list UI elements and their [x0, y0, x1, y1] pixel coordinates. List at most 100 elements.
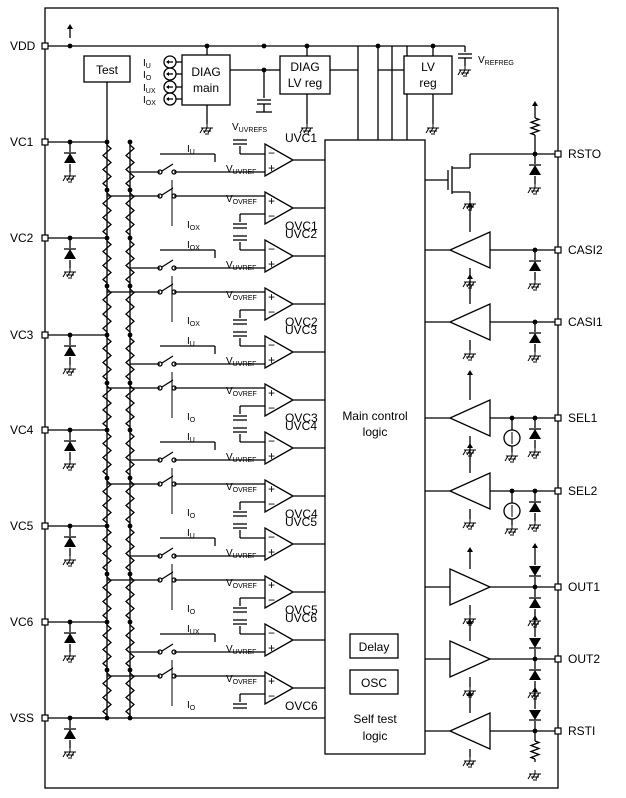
pin-label-casi1: CASI1	[568, 315, 603, 329]
plus-sign: +	[268, 257, 275, 271]
ov-comparator-icon	[264, 574, 295, 610]
wire	[66, 271, 71, 278]
wire	[161, 259, 174, 268]
junction-dot	[127, 139, 133, 145]
wire	[462, 353, 467, 360]
pin-terminal	[41, 522, 49, 530]
wire	[512, 528, 517, 535]
wire	[508, 528, 513, 535]
vuvref-label: VUVREF	[226, 164, 256, 176]
self-test-label-1: Self test	[353, 712, 397, 726]
ov-comparator-label: OVC1	[285, 219, 318, 233]
pin-label-vc5: VC5	[10, 519, 34, 533]
ov-comparator-icon	[264, 382, 295, 418]
switch-contact	[171, 673, 177, 679]
wire	[207, 127, 212, 134]
junction-dot	[532, 247, 538, 253]
wire	[508, 455, 513, 462]
pin-label-rsti: RSTI	[568, 724, 595, 738]
wire	[70, 271, 75, 278]
wire	[462, 690, 467, 697]
wire	[433, 127, 438, 134]
wire	[531, 524, 536, 531]
diode-icon	[529, 670, 541, 680]
junction-dot	[532, 728, 538, 734]
diode-icon	[529, 165, 541, 175]
uv-comparator-icon	[264, 334, 295, 370]
pin-label-vdd: VDD	[10, 39, 36, 53]
pin-terminal	[41, 331, 49, 339]
resistor	[102, 288, 112, 333]
source-label: IUX	[143, 83, 156, 95]
minus-sign: −	[268, 530, 275, 544]
junction-dot	[104, 283, 110, 289]
minus-sign: −	[268, 305, 275, 319]
ov-comparator-icon	[264, 190, 295, 226]
wire	[161, 283, 174, 292]
junction-dot	[127, 427, 133, 433]
wire	[531, 692, 536, 699]
switch-current-label: IOX	[187, 316, 200, 328]
minus-sign: −	[268, 497, 275, 511]
junction-dot	[532, 488, 538, 494]
junction-dot	[532, 656, 538, 662]
switch-contact	[171, 289, 177, 295]
plus-sign: +	[268, 161, 275, 175]
vuvref-label: VUVREF	[226, 260, 256, 272]
switch-contact	[157, 361, 163, 367]
diode-icon	[64, 441, 76, 451]
wire	[161, 643, 174, 652]
supply-arrow-icon	[467, 547, 473, 552]
ov-comparator-label: OVC4	[285, 507, 318, 521]
switch-contact	[157, 673, 163, 679]
vovref-label: VOVREF	[226, 674, 257, 686]
wire	[462, 760, 467, 767]
junction-dot	[67, 619, 73, 625]
ov-comparator-icon	[264, 670, 295, 706]
junction-dot	[532, 319, 538, 325]
junction-dot	[127, 332, 133, 338]
switch-contact	[171, 481, 177, 487]
junction-dot	[104, 187, 110, 193]
switch-contact	[171, 577, 177, 583]
vuvref-label: VUVREF	[226, 644, 256, 656]
pin-terminal	[41, 138, 49, 146]
plus-sign: +	[268, 386, 275, 400]
switch-current-label: IO	[187, 700, 196, 712]
minus-sign: −	[268, 146, 275, 160]
pin-label-vc4: VC4	[10, 423, 34, 437]
junction-dot	[104, 667, 110, 673]
wire	[462, 618, 467, 625]
resistor	[124, 385, 136, 428]
junction-dot	[104, 427, 110, 433]
resistor	[125, 672, 135, 716]
wire	[535, 692, 540, 699]
junction-dot	[127, 475, 133, 481]
switch-contact	[157, 457, 163, 463]
wire	[62, 271, 67, 278]
diode-icon	[529, 638, 541, 648]
source-label: IO	[143, 70, 152, 82]
wire	[66, 368, 71, 375]
junction-dot	[127, 523, 133, 529]
supply-arrow-icon	[467, 370, 473, 375]
wire	[307, 127, 312, 134]
supply-arrow-icon	[467, 619, 473, 624]
switch-contact	[171, 553, 177, 559]
junction-dot	[509, 415, 515, 421]
diag-lv-reg-block	[279, 55, 331, 95]
switch-current-label: IOX	[187, 240, 200, 252]
switch-current-label: IOX	[187, 220, 200, 232]
pin-label-casi2: CASI2	[568, 243, 603, 257]
uv-comparator-icon	[264, 238, 295, 274]
wire	[70, 655, 75, 662]
wire	[535, 355, 540, 362]
wire	[465, 69, 470, 76]
main-control-label-1: Main control	[342, 409, 407, 423]
plus-sign: +	[268, 449, 275, 463]
wire	[462, 449, 467, 456]
wire	[527, 187, 532, 194]
wire	[512, 455, 517, 462]
switch-current-label: IO	[187, 604, 196, 616]
wire	[161, 547, 174, 556]
